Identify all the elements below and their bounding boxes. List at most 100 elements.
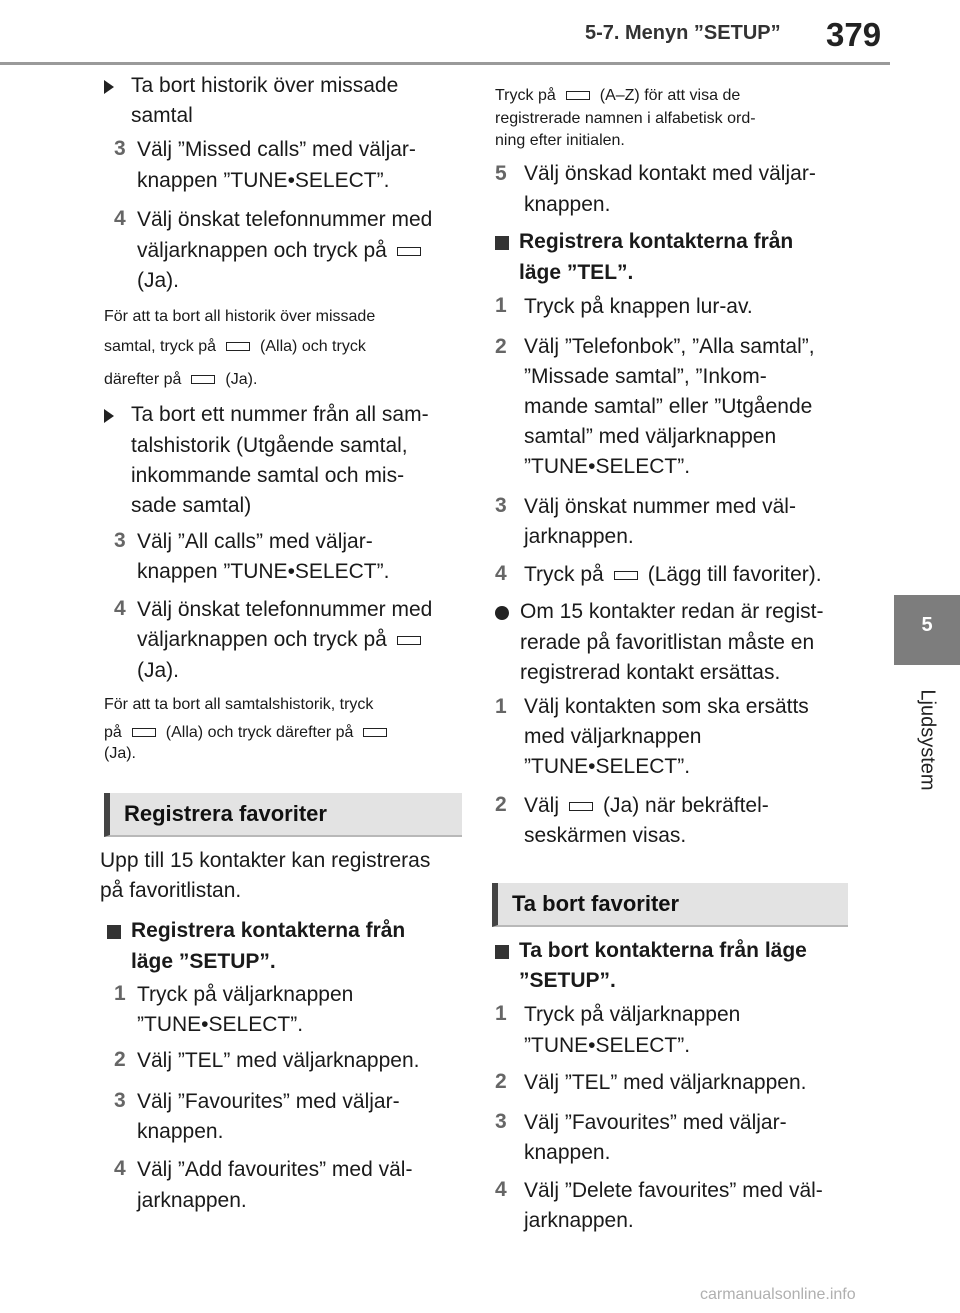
step-number: 4 bbox=[114, 1157, 126, 1180]
step-number: 5 bbox=[495, 162, 507, 185]
step-number: 1 bbox=[495, 294, 507, 317]
bullet-text: Om 15 kontakter redan är regist- bbox=[520, 600, 824, 623]
step-text: Välj önskat nummer med väl- bbox=[524, 495, 796, 518]
note-text-with-button: därefter på(Ja). bbox=[104, 371, 258, 388]
button-icon bbox=[226, 342, 251, 352]
heading-line: Ta bort historik över missade bbox=[131, 74, 399, 97]
step-text: knappen. bbox=[524, 1141, 611, 1164]
step-text-with-button: Välj(Ja) när bekräftel- bbox=[524, 794, 769, 817]
intro-text: på favoritlistan. bbox=[100, 879, 242, 902]
step-number: 3 bbox=[114, 1089, 126, 1112]
step-text: Välj ”Missed calls” med väljar- bbox=[137, 138, 416, 161]
step-number: 1 bbox=[495, 1002, 507, 1025]
step-text: knappen. bbox=[524, 193, 611, 216]
step-text-with-button: väljarknappen och tryck på bbox=[137, 236, 431, 266]
step-text: Välj önskat telefonnummer med bbox=[137, 208, 433, 231]
step-text: Välj ”Favourites” med väljar- bbox=[137, 1090, 400, 1113]
subheading: Registrera kontakterna från bbox=[519, 230, 794, 253]
step-text: seskärmen visas. bbox=[524, 824, 687, 847]
note-text-with-button: på(Alla) och tryck därefter på bbox=[104, 722, 397, 744]
step-text-with-button: Tryck på(Lägg till favoriter). bbox=[524, 563, 822, 586]
note-text: registrerade namnen i alfabetisk ord- bbox=[495, 110, 756, 127]
step-text: Välj önskad kontakt med väljar- bbox=[524, 162, 816, 185]
button-icon bbox=[565, 91, 590, 101]
button-icon bbox=[613, 570, 638, 580]
step-text: jarknappen. bbox=[524, 525, 634, 548]
step-number: 1 bbox=[114, 982, 126, 1005]
note-text: För att ta bort all samtalshistorik, try… bbox=[104, 696, 374, 713]
heading-line: Ta bort ett nummer från all sam- bbox=[131, 403, 429, 426]
step-text: Välj ”All calls” med väljar- bbox=[137, 530, 373, 553]
step-text: Tryck på knappen lur-av. bbox=[524, 295, 753, 318]
step-number: 2 bbox=[495, 793, 507, 816]
chapter-name: Ljudsystem bbox=[916, 689, 939, 791]
step-text: ”TUNE•SELECT”. bbox=[137, 1013, 304, 1036]
subheading: ”SETUP”. bbox=[519, 969, 616, 992]
step-text: mande samtal” eller ”Utgående bbox=[524, 395, 813, 418]
step-text: Välj önskat telefonnummer med bbox=[137, 598, 433, 621]
button-icon bbox=[131, 728, 156, 738]
subheading: läge ”TEL”. bbox=[519, 261, 634, 284]
section-title: 5-7. Menyn ”SETUP” bbox=[585, 22, 781, 44]
step-text: ”TUNE•SELECT”. bbox=[524, 455, 691, 478]
bullet-text: registrerad kontakt ersättas. bbox=[520, 661, 781, 684]
watermark: carmanualsonline.info bbox=[700, 1286, 856, 1303]
square-bullet-icon bbox=[495, 236, 509, 250]
bullet-text: rerade på favoritlistan måste en bbox=[520, 631, 815, 654]
header-divider bbox=[0, 62, 890, 65]
heading-line: inkommande samtal och mis- bbox=[131, 464, 405, 487]
step-text: ”TUNE•SELECT”. bbox=[524, 1034, 691, 1057]
step-number: 2 bbox=[114, 1048, 126, 1071]
step-number: 3 bbox=[114, 137, 126, 160]
step-text: Tryck på väljarknappen bbox=[524, 1003, 741, 1026]
button-icon bbox=[191, 375, 216, 385]
button-icon bbox=[396, 635, 421, 645]
step-number: 3 bbox=[114, 529, 126, 552]
step-text: Välj kontakten som ska ersätts bbox=[524, 695, 809, 718]
step-text: knappen ”TUNE•SELECT”. bbox=[137, 560, 390, 583]
step-number: 4 bbox=[495, 1178, 507, 1201]
triangle-bullet-icon bbox=[104, 80, 114, 94]
note-text-with-button: samtal, tryck på(Alla) och tryck bbox=[104, 338, 366, 355]
step-number: 1 bbox=[495, 695, 507, 718]
step-text: Välj ”Favourites” med väljar- bbox=[524, 1111, 787, 1134]
step-text: ”TUNE•SELECT”. bbox=[524, 755, 691, 778]
note-text: (Ja). bbox=[104, 745, 136, 762]
heading-line: sade samtal) bbox=[131, 494, 252, 517]
step-text: Välj ”Telefonbok”, ”Alla samtal”, bbox=[524, 335, 815, 358]
chapter-number-tab: 5 bbox=[894, 595, 960, 665]
section-header-registrera: Registrera favoriter bbox=[104, 793, 462, 837]
note-text: ning efter initialen. bbox=[495, 132, 625, 149]
step-text-with-button: väljarknappen och tryck på bbox=[137, 625, 431, 655]
square-bullet-icon bbox=[495, 945, 509, 959]
step-text: ”Missade samtal”, ”Inkom- bbox=[524, 365, 767, 388]
step-number: 3 bbox=[495, 1110, 507, 1133]
button-icon bbox=[363, 728, 388, 738]
step-number: 3 bbox=[495, 494, 507, 517]
note-text: För att ta bort all historik över missad… bbox=[104, 308, 376, 325]
step-text: (Ja). bbox=[137, 269, 179, 292]
square-bullet-icon bbox=[107, 925, 121, 939]
step-number: 4 bbox=[114, 597, 126, 620]
step-text: Välj ”Delete favourites” med väl- bbox=[524, 1179, 823, 1202]
heading-line: samtal bbox=[131, 104, 193, 127]
subheading: Ta bort kontakterna från läge bbox=[519, 939, 807, 962]
section-header-ta-bort: Ta bort favoriter bbox=[492, 883, 848, 927]
subheading: läge ”SETUP”. bbox=[131, 950, 276, 973]
step-text: Välj ”TEL” med väljarknappen. bbox=[137, 1049, 420, 1072]
step-text: med väljarknappen bbox=[524, 725, 702, 748]
button-icon bbox=[569, 801, 594, 811]
step-text: knappen. bbox=[137, 1120, 224, 1143]
step-number: 4 bbox=[114, 207, 126, 230]
step-text: (Ja). bbox=[137, 659, 179, 682]
step-number: 2 bbox=[495, 335, 507, 358]
note-text-with-button: Tryck på(A–Z) för att visa de bbox=[495, 87, 741, 104]
heading-line: talshistorik (Utgående samtal, bbox=[131, 434, 408, 457]
step-text: Välj ”TEL” med väljarknappen. bbox=[524, 1071, 807, 1094]
step-text: knappen ”TUNE•SELECT”. bbox=[137, 169, 390, 192]
chapter-name-tab: Ljudsystem bbox=[894, 670, 960, 810]
step-text: jarknappen. bbox=[524, 1209, 634, 1232]
step-text: Välj ”Add favourites” med väl- bbox=[137, 1158, 413, 1181]
step-number: 2 bbox=[495, 1070, 507, 1093]
step-text: Tryck på väljarknappen bbox=[137, 983, 354, 1006]
